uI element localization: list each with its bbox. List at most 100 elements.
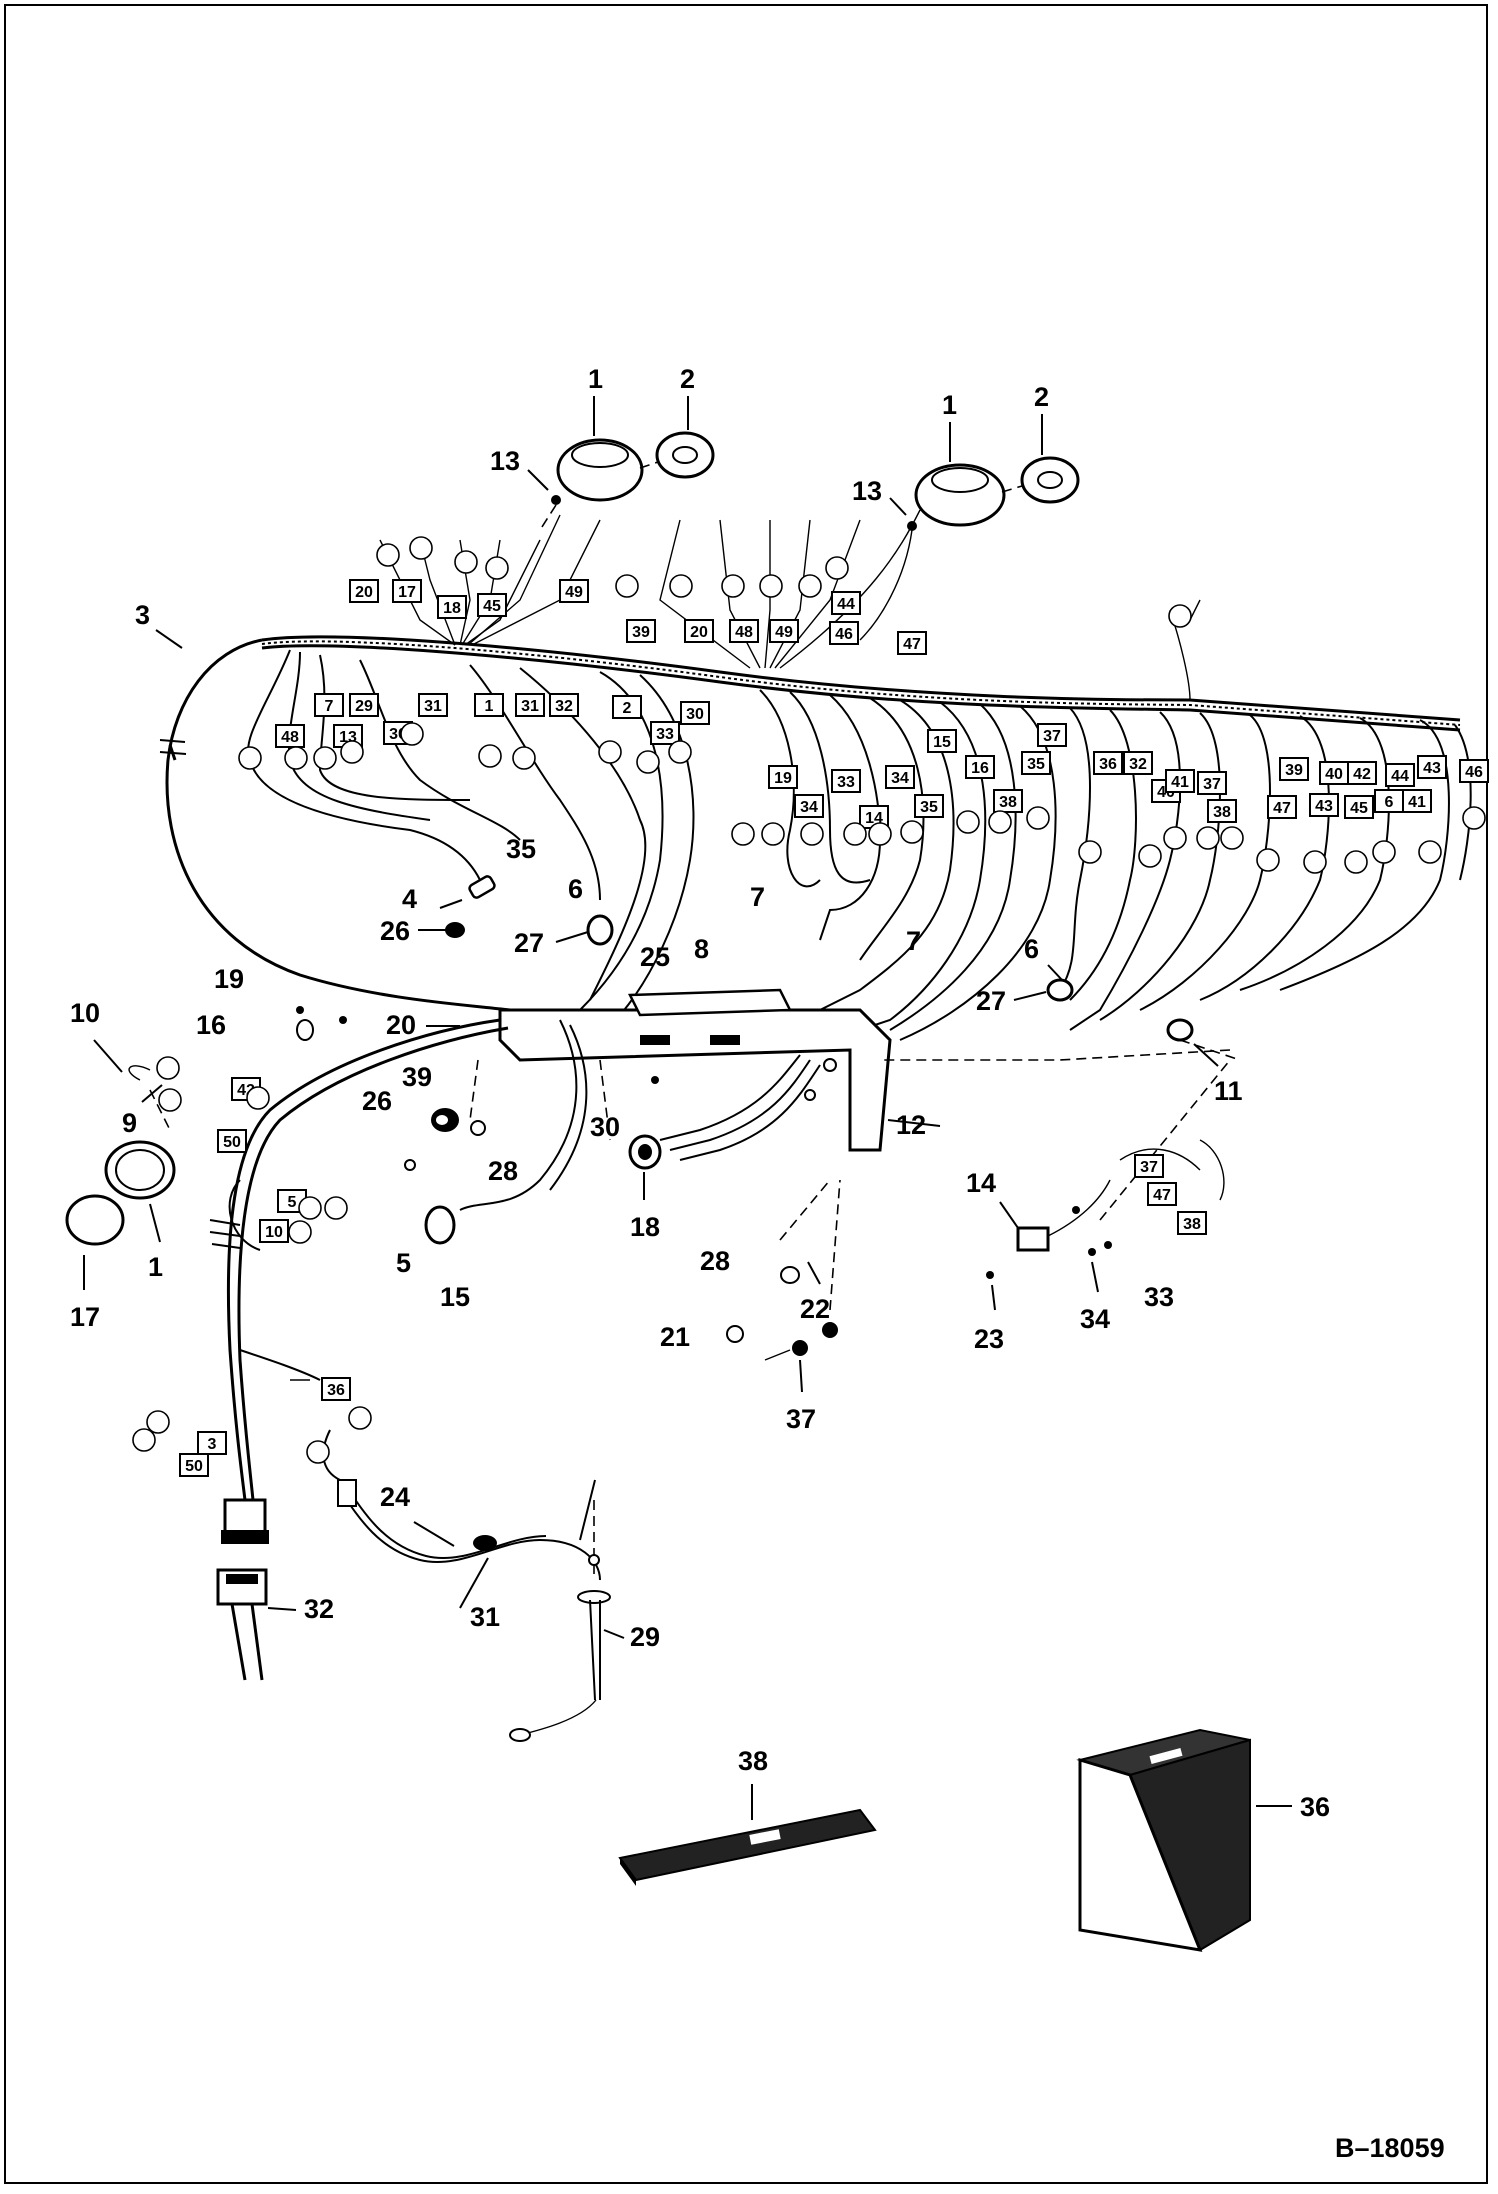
callout: 35 bbox=[506, 834, 536, 864]
terminal-ring bbox=[288, 1220, 312, 1244]
wire-tag: 17 bbox=[392, 579, 422, 603]
wire-tag: 34 bbox=[885, 765, 915, 789]
wire-tag-box bbox=[321, 1377, 351, 1401]
wire-tag: 47 bbox=[1267, 795, 1297, 819]
wire-tag-label: 40 bbox=[1325, 766, 1343, 783]
callout: 20 bbox=[386, 1010, 416, 1040]
wire-tag-label: 36 bbox=[1099, 756, 1117, 773]
callout: 1 bbox=[588, 364, 603, 394]
callout: 30 bbox=[590, 1112, 620, 1142]
wire-tag-label: 31 bbox=[424, 698, 442, 715]
terminal-ring bbox=[798, 574, 822, 598]
wire-tag-label: 30 bbox=[686, 706, 704, 723]
main-harness bbox=[159, 635, 1461, 1012]
callout: 33 bbox=[1144, 1282, 1174, 1312]
wire-tag-box bbox=[1177, 1211, 1207, 1235]
wire-tag-box bbox=[275, 724, 305, 748]
wire-tag: 43 bbox=[1417, 755, 1447, 779]
headlight bbox=[65, 1065, 176, 1246]
terminal-ring bbox=[1372, 840, 1396, 864]
wire-tag: 45 bbox=[1344, 795, 1374, 819]
wire-tag-box bbox=[1147, 1182, 1177, 1206]
wire-tag-label: 35 bbox=[1027, 756, 1045, 773]
callout: 28 bbox=[488, 1156, 518, 1186]
callout: 4 bbox=[402, 884, 417, 914]
wire-tag-box bbox=[965, 755, 995, 779]
switch-hardware bbox=[726, 1039, 1241, 1361]
wire-tag-box bbox=[831, 769, 861, 793]
callout: 18 bbox=[630, 1212, 660, 1242]
wire-tag-box bbox=[418, 693, 448, 717]
terminal-ring bbox=[246, 1086, 270, 1110]
callout: 13 bbox=[852, 476, 882, 506]
terminal-ring bbox=[454, 550, 478, 574]
wire-tag-label: 47 bbox=[903, 636, 921, 653]
wire-tag-label: 6 bbox=[1385, 794, 1394, 811]
terminal-ring bbox=[761, 822, 785, 846]
wire-tag-box bbox=[768, 765, 798, 789]
wire-tag-box bbox=[179, 1453, 209, 1477]
wire-tag: 39 bbox=[1279, 757, 1309, 781]
wire-tag: 2 bbox=[612, 695, 642, 719]
wire-tag-label: 37 bbox=[1203, 776, 1221, 793]
terminal-ring bbox=[146, 1410, 170, 1434]
terminal-ring bbox=[156, 1056, 180, 1080]
callout: 26 bbox=[362, 1086, 392, 1116]
wire-tag: 15 bbox=[927, 729, 957, 753]
wire-tag-box bbox=[437, 595, 467, 619]
terminal-ring bbox=[1256, 848, 1280, 872]
wire-tag-box bbox=[1459, 759, 1489, 783]
lamp-right bbox=[859, 456, 1080, 641]
callout: 32 bbox=[304, 1594, 334, 1624]
wire-tag-box bbox=[349, 579, 379, 603]
terminal-ring bbox=[1344, 850, 1368, 874]
wire-tag-box bbox=[914, 794, 944, 818]
terminal-ring bbox=[238, 746, 262, 770]
wire-tag: 42 bbox=[1347, 761, 1377, 785]
terminal-ring bbox=[800, 822, 824, 846]
callout: 9 bbox=[122, 1108, 137, 1138]
wire-tag-label: 43 bbox=[1315, 798, 1333, 815]
terminal-ring bbox=[1196, 826, 1220, 850]
wire-tag-box bbox=[1347, 761, 1377, 785]
wire-tag-box bbox=[1197, 771, 1227, 795]
wire-tag-label: 20 bbox=[690, 624, 708, 641]
wire-tag-label: 38 bbox=[999, 794, 1017, 811]
wire-tag-box bbox=[314, 693, 344, 717]
callout: 24 bbox=[380, 1482, 410, 1512]
callout: 25 bbox=[640, 942, 670, 972]
wire-tag-box bbox=[684, 619, 714, 643]
callout: 34 bbox=[1080, 1304, 1110, 1334]
wire-tag-box bbox=[1279, 757, 1309, 781]
callout: 3 bbox=[135, 600, 150, 630]
wire-tag: 44 bbox=[1385, 763, 1415, 787]
callout: 6 bbox=[568, 874, 583, 904]
terminal-ring bbox=[669, 574, 693, 598]
terminal-ring bbox=[825, 556, 849, 580]
callout: 7 bbox=[750, 882, 765, 912]
wire-tag: 1 bbox=[474, 693, 504, 717]
wire-tag-box bbox=[349, 693, 379, 717]
wire-tag: 35 bbox=[1021, 751, 1051, 775]
wire-tag-box bbox=[1344, 795, 1374, 819]
wire-tag-box bbox=[1165, 769, 1195, 793]
wire-tag-label: 49 bbox=[775, 624, 793, 641]
wire-tag-box bbox=[1417, 755, 1447, 779]
terminal-ring bbox=[759, 574, 783, 598]
wire-tag-box bbox=[197, 1431, 227, 1455]
wire-tag-label: 34 bbox=[800, 799, 818, 816]
callout: 5 bbox=[396, 1248, 411, 1278]
callout: 2 bbox=[1034, 382, 1049, 412]
wire-tag-box bbox=[392, 579, 422, 603]
wire-tag-label: 44 bbox=[1391, 768, 1409, 785]
wire-tag: 36 bbox=[321, 1377, 351, 1401]
wire-tag-label: 32 bbox=[1129, 756, 1147, 773]
wire-tag-box bbox=[1385, 763, 1415, 787]
wire-tag: 43 bbox=[1309, 793, 1339, 817]
wire-tag: 49 bbox=[559, 579, 589, 603]
terminal-ring bbox=[313, 746, 337, 770]
terminal-ring bbox=[868, 822, 892, 846]
terminal-ring bbox=[1462, 806, 1486, 830]
callout: 21 bbox=[660, 1322, 690, 1352]
wire-tag-label: 41 bbox=[1408, 794, 1426, 811]
